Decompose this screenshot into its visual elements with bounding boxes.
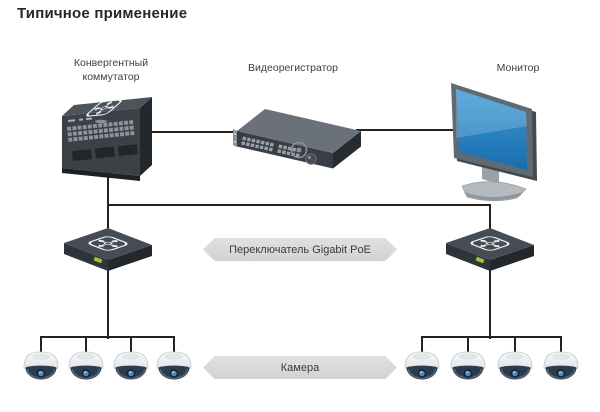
dome-camera-icon <box>450 351 486 381</box>
nvr-dial-icon <box>290 141 308 159</box>
convergent-switch-device <box>62 97 152 181</box>
camera-group-left <box>23 351 192 381</box>
ribbon-camera: Камера <box>203 356 397 379</box>
dome-camera-icon <box>113 351 149 381</box>
label-convergent-switch: Конвергентный коммутатор <box>73 57 149 83</box>
ribbon-poe-switch: Переключатель Gigabit PoE <box>203 238 397 261</box>
ribbon-camera-label: Камера <box>280 361 320 374</box>
monitor-screen <box>456 89 527 170</box>
dome-camera-icon <box>68 351 104 381</box>
label-nvr: Видеорегистратор <box>248 62 338 74</box>
label-monitor: Монитор <box>496 62 540 74</box>
status-led <box>93 256 103 264</box>
dome-camera-icon <box>156 351 192 381</box>
dome-camera-icon <box>23 351 59 381</box>
dome-camera-icon <box>404 351 440 381</box>
connection-lines <box>40 129 562 353</box>
nvr-device <box>233 109 361 169</box>
poe-switch-right <box>446 228 534 271</box>
dome-camera-icon <box>497 351 533 381</box>
nvr-knob-icon <box>305 153 317 165</box>
dome-camera-icon <box>543 351 579 381</box>
status-led <box>475 256 485 264</box>
page-title: Типичное применение <box>17 5 188 22</box>
poe-switch-left <box>64 228 152 271</box>
ribbon-poe-label: Переключатель Gigabit PoE <box>229 243 371 256</box>
camera-group-right <box>404 351 579 381</box>
monitor-device <box>451 83 537 202</box>
